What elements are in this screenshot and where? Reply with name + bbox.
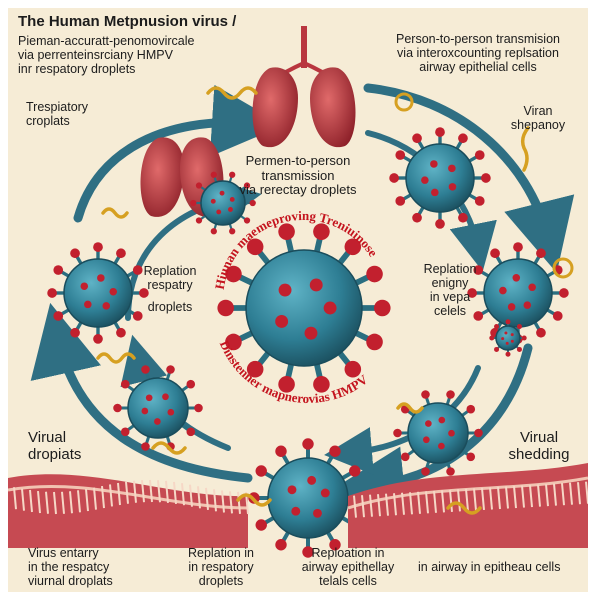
label-line: Replation	[130, 264, 210, 278]
label-line: via rerectay droplets	[223, 183, 373, 198]
label-line: airway epithellay	[288, 560, 408, 574]
label-bottom-3: Reploation in airway epithellay telals c…	[288, 546, 408, 588]
label-bottom-4: in airway in epitheau cells	[418, 560, 560, 574]
label-left-mid: Replation respatry droplets	[130, 264, 210, 314]
label-bottom-2: Replation in in respatory droplets	[166, 546, 276, 588]
label-line: Viran	[498, 104, 578, 118]
label-line: Virual	[28, 430, 81, 447]
label-line: via interoxcounting replsation	[378, 46, 578, 60]
subtitle-line: via perrenteinsrciany HMPV	[18, 48, 194, 62]
label-line: in the respatcy	[28, 560, 113, 574]
subtitle: Pieman-accuratt-penomovircale via perren…	[18, 34, 194, 76]
label-line: in airway in epitheau cells	[418, 560, 560, 574]
virus-particle	[489, 319, 526, 356]
diagram-artwork: Hiunan maemeproving Treniuinose Dinstenn…	[8, 8, 588, 592]
label-line: croplats	[26, 114, 88, 128]
label-line: telals cells	[288, 574, 408, 588]
subtitle-line: inr respatory droplets	[18, 62, 194, 76]
label-line: Replation in	[166, 546, 276, 560]
label-left-top: Trespiatory croplats	[26, 100, 88, 128]
label-line: dropiats	[28, 447, 81, 464]
label-line: shedding	[496, 447, 582, 464]
label-left-low: Virual dropiats	[28, 430, 81, 464]
virus-particle	[389, 127, 491, 229]
subtitle-line: Pieman-accuratt-penomovircale	[18, 34, 194, 48]
label-bottom-1: Virus entarry in the respatcy viurnal dr…	[28, 546, 113, 588]
label-line: airway epithelial cells	[378, 60, 578, 74]
label-center-top: Permen-to-person transmission via rerect…	[223, 154, 373, 198]
label-line: transmission	[223, 169, 373, 184]
label-line: Replation	[410, 262, 490, 276]
label-line: viurnal droplats	[28, 574, 113, 588]
label-line: Virual	[496, 430, 582, 447]
lungs-top	[253, 26, 356, 147]
label-line: in respatory	[166, 560, 276, 574]
label-line: Person-to-person transmision	[378, 32, 578, 46]
label-line: Reploation in	[288, 546, 408, 560]
label-line: Trespiatory	[26, 100, 88, 114]
label-right-low: Virual shedding	[496, 430, 582, 464]
label-line: respatry	[130, 278, 210, 292]
label-top-right: Person-to-person transmision via interox…	[378, 32, 578, 74]
label-line: Permen-to-person	[223, 154, 373, 169]
label-line: in vepa	[410, 290, 490, 304]
diagram-canvas: Hiunan maemeproving Treniuinose Dinstenn…	[8, 8, 588, 592]
label-right-top: Viran shepanoy	[498, 104, 578, 132]
label-line: celels	[410, 304, 490, 318]
label-line: droplets	[166, 574, 276, 588]
label-line: enigny	[410, 276, 490, 290]
diagram-title: The Human Metpnusion virus /	[18, 14, 236, 31]
label-line: shepanoy	[498, 118, 578, 132]
label-line: Virus entarry	[28, 546, 113, 560]
label-right-mid: Replation enigny in vepa celels	[410, 262, 490, 318]
label-line: droplets	[130, 300, 210, 314]
